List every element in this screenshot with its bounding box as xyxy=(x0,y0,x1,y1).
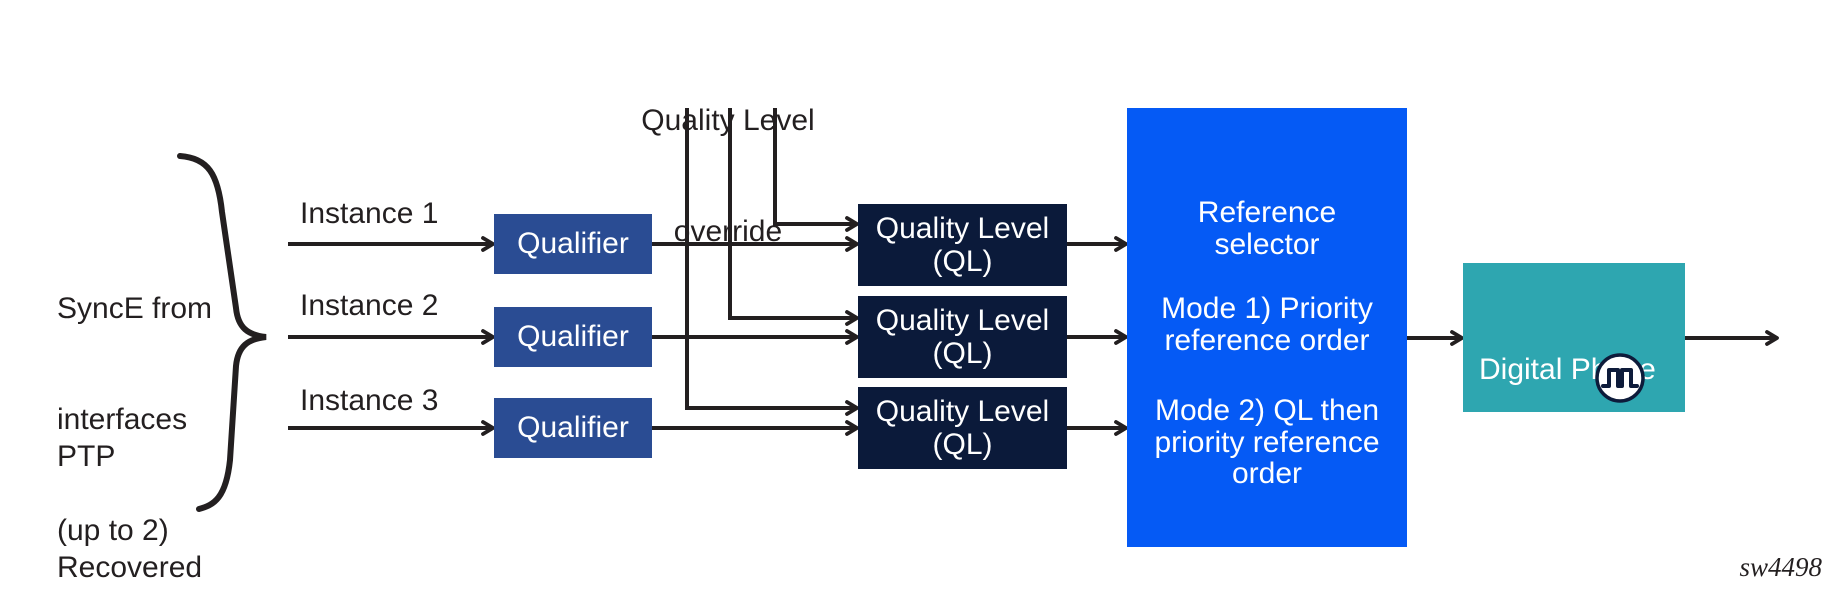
dpll-label-line: (DPLL) xyxy=(1479,569,1575,591)
ql-box-label-line: (QL) xyxy=(932,337,993,370)
selector-mode-2-line: order xyxy=(1231,457,1303,490)
selector-mode-2-line: priority reference xyxy=(1154,425,1380,459)
quality-level-box-2: Quality Level (QL) xyxy=(858,296,1067,378)
selector-mode-2-line: Mode 2) QL then xyxy=(1154,394,1380,427)
quality-level-box-1: Quality Level (QL) xyxy=(858,204,1067,286)
figure-id-watermark: sw4498 xyxy=(1739,552,1822,582)
quality-level-override-label: Quality Level override xyxy=(578,28,878,324)
reference-selector-box: Reference selector Mode 1) Priority refe… xyxy=(1127,108,1407,547)
reference-selector-title: Reference selector xyxy=(1127,197,1407,260)
synce-label-line: SyncE from xyxy=(57,292,213,325)
ql-box-label-line: (QL) xyxy=(932,245,993,278)
qualifier-box-2: Qualifier xyxy=(494,307,652,367)
synce-label-line: interfaces xyxy=(57,403,188,436)
instance-1-label: Instance 1 xyxy=(300,197,439,230)
ptp-input-label: PTP Recovered clock xyxy=(57,364,202,591)
instance-3-label: Instance 3 xyxy=(300,384,439,417)
synce-label-line: (up to 2) xyxy=(57,514,169,547)
ql-box-label-line: Quality Level xyxy=(875,395,1050,428)
quality-level-box-3: Quality Level (QL) xyxy=(858,387,1067,469)
qualifier-box-3: Qualifier xyxy=(494,398,652,458)
qualifier-box-1: Qualifier xyxy=(494,214,652,274)
ql-box-label-line: Quality Level xyxy=(875,304,1050,337)
override-label-line: override xyxy=(673,215,783,248)
ql-box-label-line: Quality Level xyxy=(875,212,1050,245)
ptp-label-line: PTP xyxy=(57,440,116,473)
override-line-to-ql-2 xyxy=(728,108,859,326)
override-label-line: Quality Level xyxy=(641,104,815,137)
ql-box-label-line: (QL) xyxy=(932,428,993,461)
square-wave-icon xyxy=(1595,353,1645,403)
dpll-box: Digital Phase Locked Loop (DPLL) xyxy=(1463,263,1685,591)
dpll-label-line: Locked Loop xyxy=(1479,461,1651,494)
selector-mode-1-line: reference order xyxy=(1164,323,1370,357)
qualifier-box-label: Qualifier xyxy=(517,320,629,353)
qualifier-box-label: Qualifier xyxy=(517,227,629,260)
selector-mode-1-text: Mode 1) Priority reference order xyxy=(1127,293,1407,356)
ptp-label-line: Recovered xyxy=(57,551,203,584)
input-group-brace xyxy=(177,153,267,512)
selector-mode-1-line: Mode 1) Priority xyxy=(1161,292,1373,325)
instance-2-label: Instance 2 xyxy=(300,289,439,322)
qualifier-box-label: Qualifier xyxy=(517,411,629,444)
override-line-to-ql-1 xyxy=(773,108,859,232)
selector-title-line: Reference xyxy=(1197,196,1337,229)
selector-mode-2-text: Mode 2) QL then priority reference order xyxy=(1127,395,1407,490)
synce-input-label: SyncE from interfaces (up to 2) xyxy=(57,216,212,591)
selector-title-line: selector xyxy=(1214,227,1320,261)
override-line-to-ql-3 xyxy=(685,108,859,416)
dpll-label: Digital Phase Locked Loop (DPLL) xyxy=(1479,280,1656,591)
